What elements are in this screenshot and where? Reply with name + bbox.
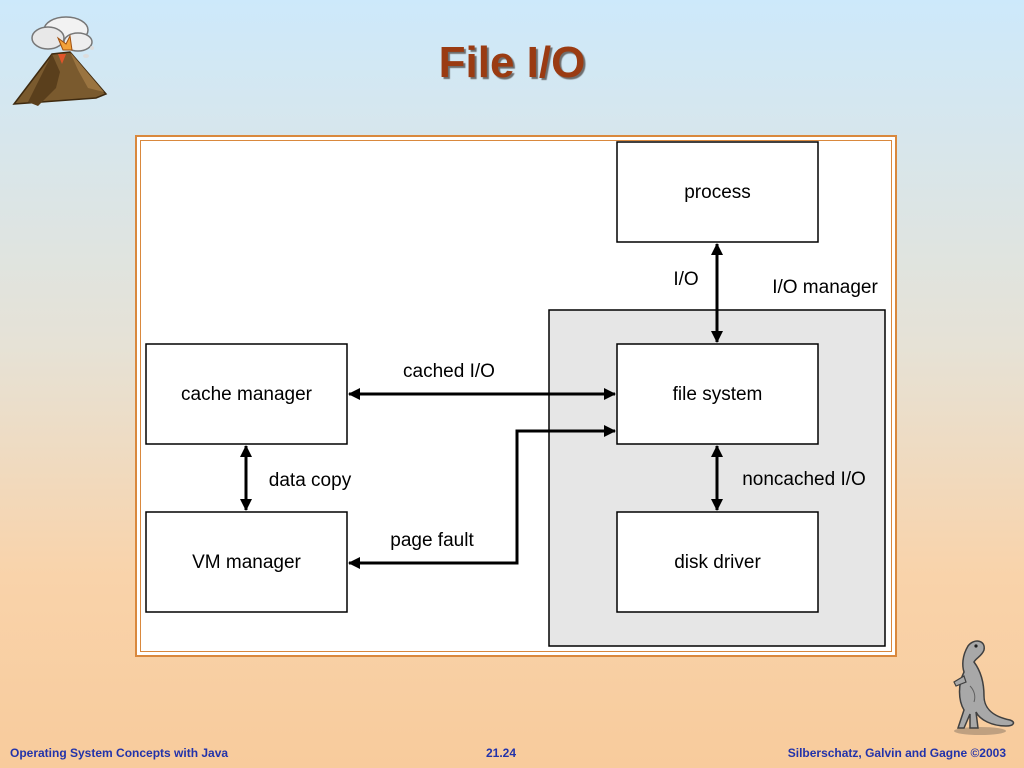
file-system-label: file system [673, 384, 763, 405]
volcano-icon [12, 16, 108, 106]
edge-noncached-io-label: noncached I/O [742, 469, 866, 490]
edge-vm-file-system [348, 425, 616, 569]
dinosaur-icon [953, 640, 1015, 735]
cache-manager-label: cache manager [181, 384, 313, 405]
footer-slide-number: 21.24 [486, 746, 517, 760]
footer-book-title: Operating System Concepts with Java [10, 746, 229, 760]
disk-driver-label: disk driver [674, 552, 761, 573]
process-node: process [616, 141, 819, 243]
slide-title: File I/O [438, 38, 586, 87]
footer-copyright: Silberschatz, Galvin and Gagne ©2003 [787, 746, 1006, 760]
diagram-frame-inner [140, 140, 892, 652]
io-manager-label: I/O manager [772, 277, 878, 298]
edge-data-copy-label: data copy [269, 470, 352, 491]
vm-manager-node: VM manager [145, 511, 348, 613]
disk-driver-node: disk driver [616, 511, 819, 613]
edge-page-fault-label: page fault [390, 530, 474, 551]
cache-manager-node: cache manager [145, 343, 348, 445]
process-label: process [684, 182, 751, 203]
edge-io-label: I/O [673, 269, 698, 290]
edge-cached-io-label: cached I/O [403, 361, 495, 382]
vm-manager-label: VM manager [192, 552, 301, 573]
file-system-node: file system [616, 343, 819, 445]
